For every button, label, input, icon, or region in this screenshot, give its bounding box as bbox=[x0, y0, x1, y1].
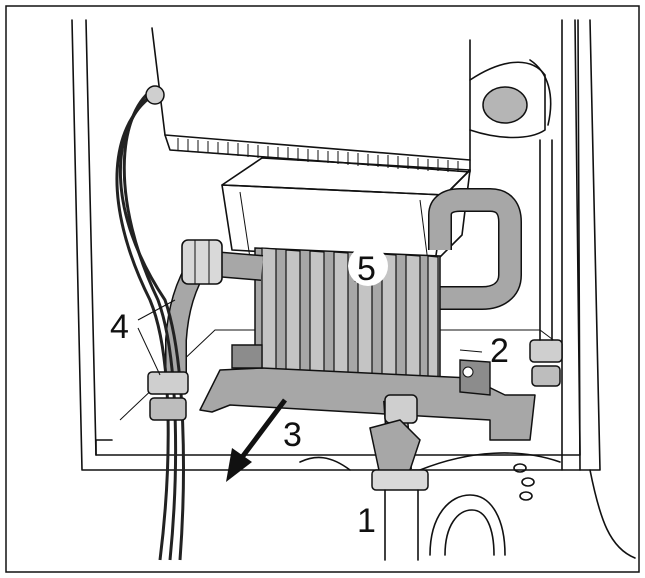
union-nut bbox=[181, 239, 223, 285]
boiler-housing bbox=[71, 19, 636, 559]
bottom-connection bbox=[369, 394, 535, 561]
callout-3: 3 bbox=[283, 416, 302, 454]
callout-2: 2 bbox=[490, 332, 509, 370]
right-fittings bbox=[529, 139, 563, 387]
wire-grommet bbox=[145, 85, 165, 105]
combustion-chamber bbox=[151, 27, 552, 173]
callout-5: 5 bbox=[357, 250, 376, 288]
ignition-wires bbox=[115, 85, 185, 561]
callout-1: 1 bbox=[357, 502, 376, 540]
mounting-bracket bbox=[199, 344, 536, 441]
label-5-backdrop bbox=[348, 246, 388, 286]
figure-frame bbox=[5, 5, 640, 573]
return-pipe bbox=[418, 188, 522, 310]
left-fittings bbox=[147, 371, 189, 421]
flow-pipe bbox=[165, 239, 264, 380]
chamber-fins bbox=[177, 138, 459, 172]
bottom-nut bbox=[371, 469, 429, 491]
callout-4: 4 bbox=[110, 308, 129, 346]
flue-elbow bbox=[482, 86, 528, 124]
removal-arrow bbox=[226, 398, 287, 482]
